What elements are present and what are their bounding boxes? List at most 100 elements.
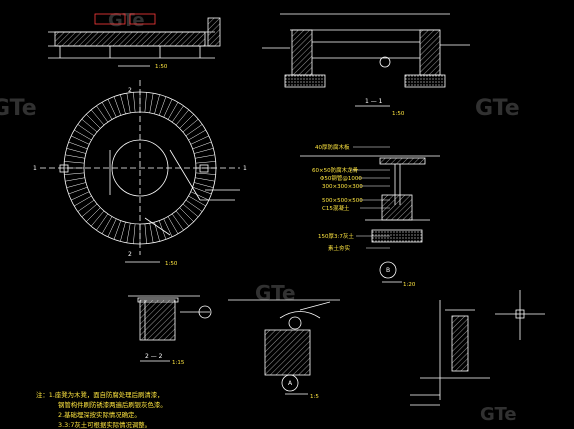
bench-slat: [71, 135, 90, 145]
section-2-scale: 1:15: [172, 360, 185, 366]
note-line: 2.基础埋深按实际情况确定。: [58, 410, 141, 419]
bench-slat: [179, 114, 194, 129]
bench-slat: [107, 218, 117, 237]
bench-slat: [120, 222, 126, 242]
callout-label: 素土夯实: [328, 244, 351, 252]
detail-a: [228, 299, 340, 392]
bench-slat: [175, 109, 190, 126]
section-1-scale: 1:50: [392, 111, 405, 117]
bench-slat: [66, 148, 86, 154]
watermark: GTe: [480, 404, 517, 425]
bench-slat: [195, 154, 215, 159]
bench-slat: [66, 182, 86, 188]
bench-slat: [144, 92, 147, 113]
bench-slat: [68, 186, 88, 195]
detail-a-marker: A: [288, 380, 293, 387]
crosshair-cursor: [495, 290, 545, 340]
callout-label: Φ50钢管@1000: [320, 174, 362, 182]
bench-slat: [149, 93, 154, 113]
bench-slat: [74, 195, 92, 207]
plan-label-1-left: 1: [33, 165, 37, 172]
bench-slat: [126, 223, 131, 243]
watermark: GTe: [108, 10, 145, 31]
note-line: 注：1.座凳为木凳，面自防腐处理后刷清漆，: [36, 390, 164, 399]
bench-slat: [167, 102, 179, 120]
bench-slat: [182, 203, 199, 218]
post-detail: [410, 300, 490, 406]
plan-scale: 1:50: [165, 261, 178, 267]
bench-slat: [81, 118, 98, 133]
bench-slat: [90, 210, 105, 227]
bench-slat: [179, 207, 194, 222]
watermark: GTe: [0, 96, 37, 121]
detail-a-scale: 1:5: [310, 394, 319, 400]
section-1-1: [262, 13, 470, 88]
bench-slat: [96, 105, 109, 123]
notes-block: 注：1.座凳为木凳，面自防腐处理后刷清漆，钢管构件刷防锈漆两遍后刷银灰色漆。2.…: [36, 390, 167, 429]
section-1-label: 1 — 1: [365, 98, 383, 105]
bench-slat: [96, 213, 109, 231]
bench-slat: [107, 99, 117, 118]
bench-slat: [171, 213, 184, 231]
bench-slat: [81, 203, 98, 218]
bench-slat: [188, 129, 206, 141]
bench-slat: [101, 102, 113, 120]
watermark: GTe: [475, 96, 520, 121]
bench-slat: [171, 105, 184, 123]
bench-slat: [195, 161, 216, 164]
bench-slat: [90, 109, 105, 126]
bench-slat: [175, 210, 190, 227]
bench-slat: [113, 220, 122, 240]
bench-slat: [182, 118, 199, 133]
detail-b-marker: B: [386, 267, 390, 274]
callout-label: 60×50防腐木龙骨: [312, 166, 359, 174]
plan-label-2-bottom: 2: [128, 251, 132, 258]
bench-slat: [195, 177, 215, 182]
circular-bench-plan: [40, 80, 240, 255]
plan-label-2-top: 2: [128, 87, 132, 94]
bench-slat: [154, 94, 160, 114]
bench-slat: [185, 124, 203, 137]
note-line: 3.3:7灰土可根据实际情况调整。: [58, 420, 151, 429]
bench-slat: [163, 218, 173, 237]
bench-slat: [65, 177, 85, 182]
callout-label: 150厚3:7灰土: [318, 232, 354, 240]
bench-slat: [64, 172, 85, 175]
bench-slat: [192, 186, 212, 195]
bench-slat: [190, 191, 209, 201]
bench-slat: [149, 223, 154, 243]
bench-slat: [133, 92, 136, 113]
bench-slat: [65, 154, 85, 159]
bench-slat: [158, 96, 167, 116]
bench-slat: [192, 141, 212, 150]
detail-b-scale: 1:20: [403, 282, 416, 288]
callout-label: C15混凝土: [322, 204, 350, 212]
callout-label: 500×500×500: [322, 198, 363, 204]
callout-label: 300×300×300: [322, 184, 363, 190]
section-2-2: [128, 295, 212, 341]
bench-slat: [190, 135, 209, 145]
callout-label: 40厚防腐木板: [315, 143, 350, 151]
bench-slat: [133, 223, 136, 244]
plan-label-1-right: 1: [243, 165, 247, 172]
bench-slat: [74, 129, 92, 141]
bench-elevation: [48, 13, 221, 59]
bench-slat: [120, 94, 126, 114]
bench-slat: [167, 216, 179, 234]
bench-slat: [86, 114, 101, 129]
bench-slat: [188, 195, 206, 207]
bench-slat: [113, 96, 122, 116]
note-line: 钢管构件刷防锈漆两遍后刷银灰色漆。: [58, 400, 167, 409]
detail-b-section: [300, 155, 440, 279]
bench-slat: [86, 207, 101, 222]
bench-slat: [163, 99, 173, 118]
section-2-label: 2 — 2: [145, 353, 163, 360]
bench-slat: [64, 161, 85, 164]
bench-slat: [68, 141, 88, 150]
bench-slat: [126, 93, 131, 113]
watermark: GTe: [255, 281, 296, 305]
bench-slat: [71, 191, 90, 201]
